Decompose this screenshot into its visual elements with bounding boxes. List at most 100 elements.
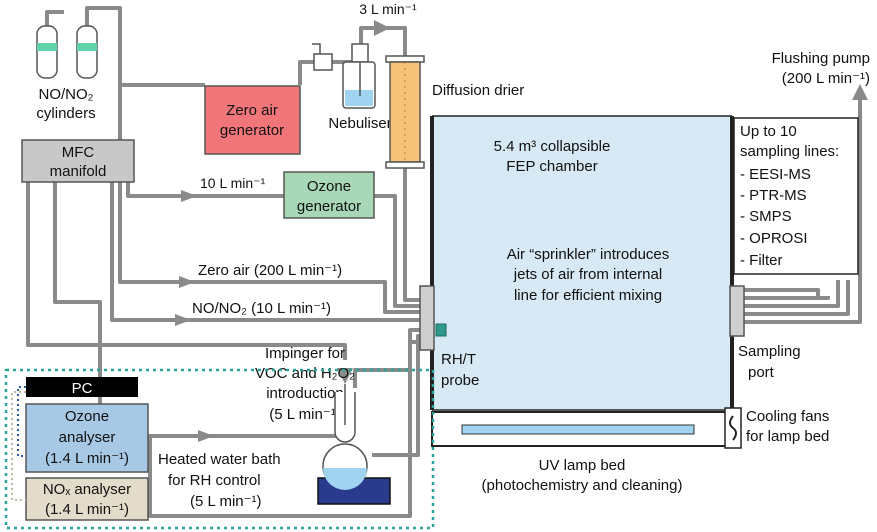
cylinder-1-band bbox=[37, 43, 57, 51]
arrow-flushing bbox=[852, 84, 868, 100]
arrow-ozone bbox=[181, 190, 197, 202]
arrow-zero-air bbox=[179, 276, 195, 288]
line-impinger bbox=[26, 182, 347, 360]
line-water-bath bbox=[53, 182, 343, 438]
ozone-analyser-box bbox=[25, 403, 149, 473]
arrow-impinger bbox=[337, 368, 353, 384]
bath-label-2: for RH control bbox=[168, 472, 261, 489]
bath-label-1: Heated water bath bbox=[158, 451, 281, 468]
cylinder-line-2 bbox=[85, 6, 122, 140]
mfc-label-2: manifold bbox=[50, 163, 107, 180]
sampling-label-1: Up to 10 bbox=[740, 123, 797, 140]
rh-label-1: RH/T bbox=[441, 351, 476, 368]
flushing-label-2: (200 L min⁻¹) bbox=[782, 70, 870, 87]
uv-lamp-tube bbox=[461, 424, 695, 435]
line-ozone-out bbox=[374, 194, 428, 308]
gas-cylinders bbox=[36, 25, 98, 79]
water-bath-icon bbox=[317, 443, 391, 505]
cylinder-line-1 bbox=[45, 10, 64, 28]
arrow-3L bbox=[374, 20, 390, 36]
inlet-port bbox=[419, 285, 435, 351]
fans-label-2: for lamp bed bbox=[746, 428, 829, 445]
zero-air-gen-label-2: generator bbox=[220, 122, 284, 139]
sample-line-4 bbox=[742, 280, 850, 316]
impinger-icon bbox=[334, 384, 356, 443]
cylinder-1 bbox=[36, 25, 58, 79]
diffusion-drier-label: Diffusion drier bbox=[432, 82, 524, 99]
pc-box bbox=[26, 377, 138, 397]
impinger-label-2: VOC and H₂O₂ bbox=[255, 365, 355, 382]
sample-line-2 bbox=[742, 296, 830, 300]
ozone-generator-box bbox=[283, 171, 375, 219]
nox-analyser-label-1: NOₓ analyser bbox=[43, 481, 131, 498]
ozone-analyser-label-1: Ozone bbox=[65, 408, 109, 425]
sprinkler-label-1: Air “sprinkler” introduces bbox=[507, 246, 670, 263]
cylinders-label-2: cylinders bbox=[36, 105, 95, 122]
nox-analyser-label-2: (1.4 L min⁻¹) bbox=[45, 501, 129, 518]
impinger-label-3: introduction bbox=[266, 385, 344, 402]
ozone-gen-label-1: Ozone bbox=[307, 178, 351, 195]
uv-label-1: UV lamp bed bbox=[539, 457, 626, 474]
chamber-body bbox=[432, 116, 732, 410]
flushing-label-1: Flushing pump bbox=[772, 50, 870, 67]
ozone-gen-label-2: generator bbox=[297, 198, 361, 215]
sampling-port bbox=[729, 285, 745, 337]
sprinkler-label-3: line for efficient mixing bbox=[514, 287, 662, 304]
ozone-analyser-label-2: analyser bbox=[59, 429, 116, 446]
port-label-1: Sampling bbox=[738, 343, 801, 360]
line-ozone-in bbox=[126, 182, 284, 198]
instrument-oprosi: - OPROSI bbox=[740, 230, 808, 247]
nebuliser-icon bbox=[312, 43, 376, 109]
line-mfc-zero-air-gen bbox=[118, 83, 205, 140]
zero-air-generator-box bbox=[204, 85, 301, 155]
nox-analyser-box bbox=[25, 477, 149, 521]
flow-arrows bbox=[175, 20, 868, 442]
rh-label-2: probe bbox=[441, 372, 479, 389]
sample-line-3 bbox=[742, 280, 840, 308]
instrument-eesi: - EESI-MS bbox=[740, 166, 811, 183]
pc-cable-ozone bbox=[17, 386, 26, 457]
flow-3L-label: 3 L min⁻¹ bbox=[359, 1, 417, 17]
nebuliser-label: Nebuliser bbox=[328, 115, 391, 132]
pc-cable-nox bbox=[11, 391, 26, 501]
line-drier-to-chamber bbox=[403, 168, 428, 302]
impinger-label-1: Impinger for bbox=[265, 345, 345, 362]
nono2-line-label: NO/NO₂ (10 L min⁻¹) bbox=[192, 300, 331, 317]
impinger-label-4: (5 L min⁻¹) bbox=[269, 406, 341, 423]
line-flushing bbox=[742, 98, 862, 324]
instrument-filter: - Filter bbox=[740, 252, 783, 269]
line-nono2 bbox=[110, 182, 428, 322]
zero-air-gen-label-1: Zero air bbox=[226, 102, 278, 119]
chamber-label-2: FEP chamber bbox=[506, 158, 597, 175]
mfc-manifold-box bbox=[21, 139, 135, 183]
arrow-nono2 bbox=[175, 314, 191, 326]
sprinkler-label-2: jets of air from internal bbox=[513, 266, 662, 283]
sample-line-1 bbox=[742, 288, 820, 296]
diffusion-drier-icon bbox=[385, 55, 425, 169]
port-label-2: port bbox=[748, 364, 775, 381]
zero-air-line-label: Zero air (200 L min⁻¹) bbox=[198, 262, 342, 279]
instrument-smps: - SMPS bbox=[740, 208, 792, 225]
cylinder-2-band bbox=[77, 43, 97, 51]
sampling-label-2: sampling lines: bbox=[740, 143, 839, 160]
instrument-ptr: - PTR-MS bbox=[740, 187, 807, 204]
line-zero-air bbox=[118, 182, 428, 314]
cooling-fan-icon bbox=[724, 407, 742, 449]
arrow-bath bbox=[198, 430, 214, 442]
flow-10L-ozone-label: 10 L min⁻¹ bbox=[200, 175, 266, 191]
analyser-group-border bbox=[4, 368, 435, 530]
pc-label: PC bbox=[72, 380, 93, 397]
bath-label-3: (5 L min⁻¹) bbox=[190, 493, 262, 510]
mfc-label-1: MFC bbox=[62, 144, 95, 161]
line-analysers bbox=[148, 340, 428, 518]
fans-label-1: Cooling fans bbox=[746, 408, 829, 425]
cylinder-2 bbox=[76, 25, 98, 79]
line-bath-out bbox=[372, 334, 428, 457]
line-to-drier bbox=[384, 26, 407, 58]
chamber bbox=[430, 115, 734, 411]
chamber-label-1: 5.4 m³ collapsible bbox=[494, 138, 611, 155]
cylinders-label-1: NO/NO₂ bbox=[39, 86, 94, 103]
rh-probe bbox=[435, 323, 447, 337]
